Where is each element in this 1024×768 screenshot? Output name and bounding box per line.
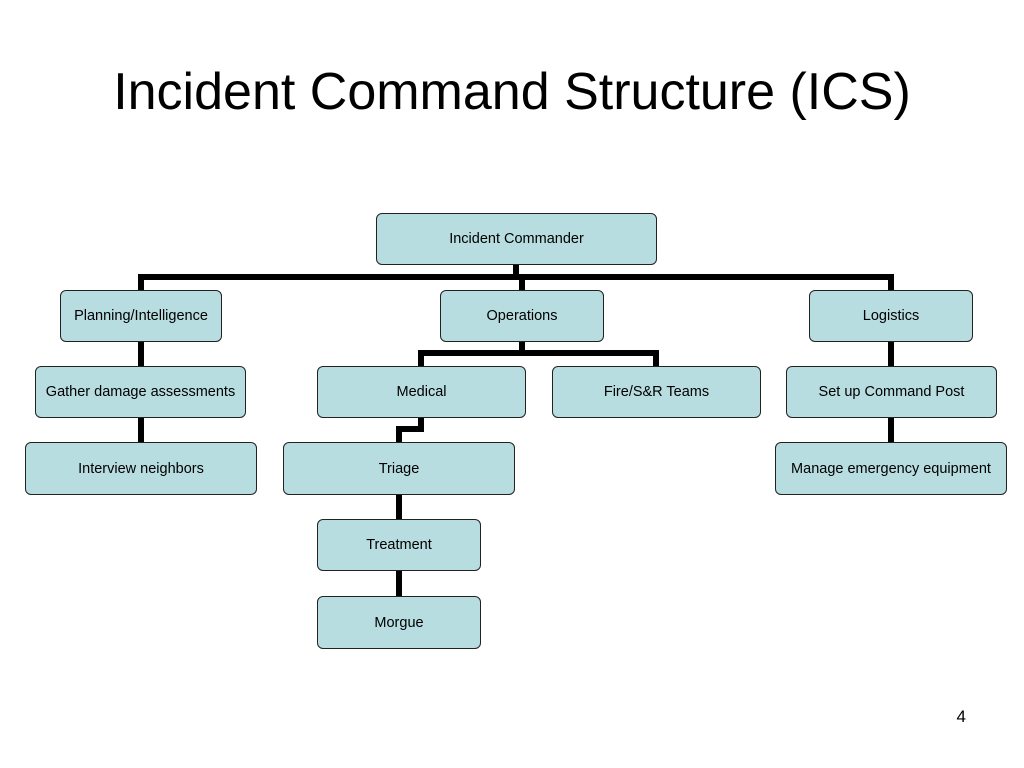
node-gather-damage-assessments: Gather damage assessments <box>35 366 246 418</box>
connector-operations-children <box>418 341 659 367</box>
page-number: 4 <box>956 707 966 726</box>
node-morgue: Morgue <box>317 596 481 649</box>
node-manage-emergency-equipment: Manage emergency equipment <box>775 442 1007 495</box>
node-medical: Medical <box>317 366 526 418</box>
node-triage: Triage <box>283 442 515 495</box>
connector-medical-chain <box>396 417 424 597</box>
node-operations: Operations <box>440 290 604 342</box>
node-interview-neighbors: Interview neighbors <box>25 442 257 495</box>
connector-commander-to-sections <box>138 264 894 291</box>
node-incident-commander: Incident Commander <box>376 213 657 265</box>
node-fire-sr-teams: Fire/S&R Teams <box>552 366 761 418</box>
node-set-up-command-post: Set up Command Post <box>786 366 997 418</box>
node-planning-intelligence: Planning/Intelligence <box>60 290 222 342</box>
node-treatment: Treatment <box>317 519 481 571</box>
node-logistics: Logistics <box>809 290 973 342</box>
slide-title: Incident Command Structure (ICS) <box>113 63 911 121</box>
